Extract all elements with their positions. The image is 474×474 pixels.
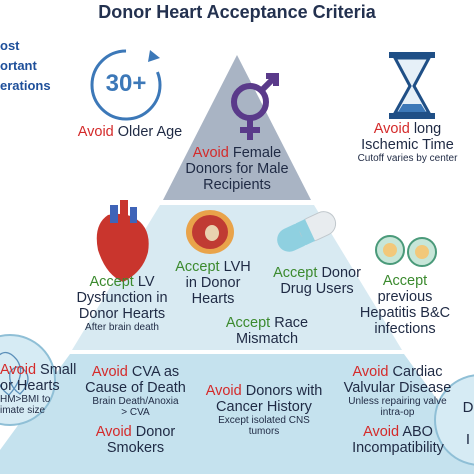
- item-abo-incompatibility: Avoid ABO Incompatibility: [338, 424, 458, 456]
- item-ischemic-time: Avoid long Ischemic Time Cutoff varies b…: [345, 121, 470, 164]
- cva-note-1: Brain Death/Anoxia: [92, 396, 179, 407]
- small-hearts-note-2: imate size: [0, 405, 46, 416]
- item-female-donors: Avoid Female Donors for Male Recipients: [172, 145, 302, 193]
- clock-number: 30+: [105, 70, 147, 97]
- item-valvular-disease: Avoid Cardiac Valvular Disease Unless re…: [335, 364, 460, 418]
- valvular-verb: Avoid: [352, 364, 389, 380]
- hepatitis-text-2: Hepatitis B&C: [359, 305, 451, 321]
- hepatitis-verb: Accept: [382, 273, 428, 289]
- small-hearts-text-2: or Hearts: [0, 378, 60, 394]
- heart-anatomy-icon: [96, 200, 149, 282]
- page-title: Donor Heart Acceptance Criteria: [98, 2, 376, 22]
- small-hearts-verb: Avoid: [0, 362, 37, 378]
- item-smokers: Avoid Donor Smokers: [78, 424, 193, 456]
- lvh-verb: Accept: [175, 259, 220, 275]
- item-small-hearts: Avoid Small or Hearts HM>BMI to imate si…: [0, 362, 78, 416]
- valvular-note-1: Unless repairing valve: [348, 396, 447, 407]
- smokers-text-2: Smokers: [106, 440, 165, 456]
- cancer-text-2: Cancer History: [216, 399, 312, 415]
- lv-dysfunction-text-1: LV: [137, 274, 155, 290]
- side-label-line-1: ost: [0, 38, 20, 53]
- lvh-cross-section-icon: [186, 210, 234, 254]
- cancer-note-2: tumors: [248, 426, 280, 437]
- lvh-text-3: Hearts: [191, 291, 235, 307]
- right-edge-letter-1: D: [462, 399, 474, 416]
- ischemic-text-2: Ischemic Time: [361, 137, 454, 153]
- abo-text-2: Incompatibility: [352, 440, 444, 456]
- cva-text-2: Cause of Death: [85, 380, 186, 396]
- abo-verb: Avoid: [363, 424, 400, 440]
- item-drug-users: Accept Donor Drug Users: [262, 265, 372, 297]
- lv-dysfunction-note: After brain death: [85, 322, 159, 333]
- race-text-2: Mismatch: [235, 331, 299, 347]
- pyramid-top-tier: [163, 55, 311, 200]
- cva-verb: Avoid: [91, 364, 128, 380]
- drug-users-verb: Accept: [273, 265, 318, 281]
- cancer-verb: Avoid: [205, 383, 242, 399]
- cva-note-2: > CVA: [121, 407, 150, 418]
- side-label: ost ortant erations: [0, 36, 51, 96]
- item-cancer-history: Avoid Donors with Cancer History Except …: [194, 383, 334, 437]
- pill-capsule-icon: [277, 211, 337, 252]
- female-donors-text-3: Recipients: [203, 177, 271, 193]
- ischemic-note: Cutoff varies by center: [357, 153, 458, 164]
- item-lv-dysfunction: Accept LV Dysfunction in Donor Hearts Af…: [62, 274, 182, 333]
- female-donors-verb: Avoid: [192, 145, 229, 161]
- older-age-text: Older Age: [117, 124, 183, 140]
- item-hepatitis: Accept previous Hepatitis B&C infections: [350, 273, 460, 337]
- cancer-note-1: Except isolated CNS: [218, 415, 310, 426]
- hepatitis-text-1: previous: [377, 289, 433, 305]
- small-hearts-text-1: Small: [40, 362, 77, 378]
- lv-dysfunction-text-2: Dysfunction in: [76, 290, 168, 306]
- side-label-line-3: erations: [0, 78, 51, 93]
- cancer-text-1: Donors with: [245, 383, 323, 399]
- female-donors-text-1: Female: [232, 145, 282, 161]
- older-age-verb: Avoid: [77, 124, 114, 140]
- cva-text-1: CVA as: [131, 364, 180, 380]
- valvular-text-2: Valvular Disease: [343, 380, 452, 396]
- small-hearts-note-1: HM>BMI to: [0, 394, 51, 405]
- smokers-verb: Avoid: [95, 424, 132, 440]
- lv-dysfunction-verb: Accept: [89, 274, 134, 290]
- clock-30-icon: [90, 49, 162, 121]
- lvh-text-1: LVH: [223, 259, 251, 275]
- smokers-text-1: Donor: [135, 424, 176, 440]
- right-edge-letter-2: I: [465, 431, 471, 448]
- item-cva: Avoid CVA as Cause of Death Brain Death/…: [78, 364, 193, 418]
- right-edge-circle: [434, 374, 474, 466]
- lvh-text-2: in Donor: [185, 275, 241, 291]
- race-text-1: Race: [274, 315, 309, 331]
- pyramid-middle-tier: [72, 205, 402, 350]
- ischemic-verb: Avoid: [373, 121, 410, 137]
- drug-users-text-2: Drug Users: [280, 281, 354, 297]
- drug-users-text-1: Donor: [321, 265, 361, 281]
- hourglass-icon: [389, 52, 435, 119]
- gender-symbol-icon: [231, 73, 279, 140]
- hepatitis-text-3: infections: [374, 321, 436, 337]
- item-lvh: Accept LVH in Donor Hearts: [168, 259, 258, 307]
- valvular-text-1: Cardiac: [392, 364, 443, 380]
- race-verb: Accept: [225, 315, 271, 331]
- female-donors-text-2: Donors for Male: [185, 161, 289, 177]
- abo-text-1: ABO: [402, 424, 433, 440]
- lv-dysfunction-text-3: Donor Hearts: [78, 306, 166, 322]
- pyramid-bottom-tier: [0, 354, 474, 474]
- ischemic-text-1: long: [413, 121, 442, 137]
- virus-icon: [375, 235, 437, 267]
- item-older-age: Avoid Older Age: [55, 124, 205, 140]
- valvular-note-2: intra-op: [380, 407, 415, 418]
- side-label-line-2: ortant: [0, 58, 37, 73]
- item-race-mismatch: Accept Race Mismatch: [212, 315, 322, 347]
